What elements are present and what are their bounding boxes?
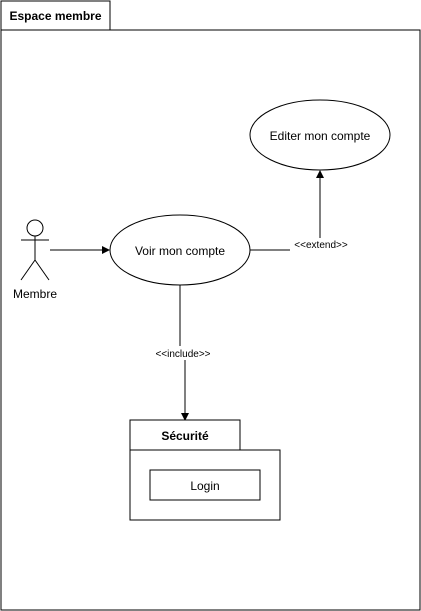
stick-figure-actor-icon [20,219,50,281]
package-tab [0,0,111,31]
securite-tab [129,419,241,451]
actor-membre: Membre [13,219,57,301]
extend-relation: <<extend>> [250,170,352,252]
package-securite: Sécurité Login [129,419,281,521]
include-relation: <<include>> [152,285,214,421]
package-title: Espace membre [9,9,101,23]
login-label: Login [190,479,219,493]
securite-title: Sécurité [161,429,209,443]
extend-label-bg [290,238,352,252]
extend-label: <<extend>> [294,240,348,251]
login-box [149,469,261,501]
use-case-voir-mon-compte: Voir mon compte [109,214,251,286]
include-label-bg [152,346,214,360]
use-case-editer-label: Editer mon compte [270,129,371,143]
use-case-voir-label: Voir mon compte [135,244,225,258]
actor-label: Membre [13,287,57,301]
use-case-editer-mon-compte: Editer mon compte [249,99,391,171]
include-label: <<include>> [155,349,210,360]
